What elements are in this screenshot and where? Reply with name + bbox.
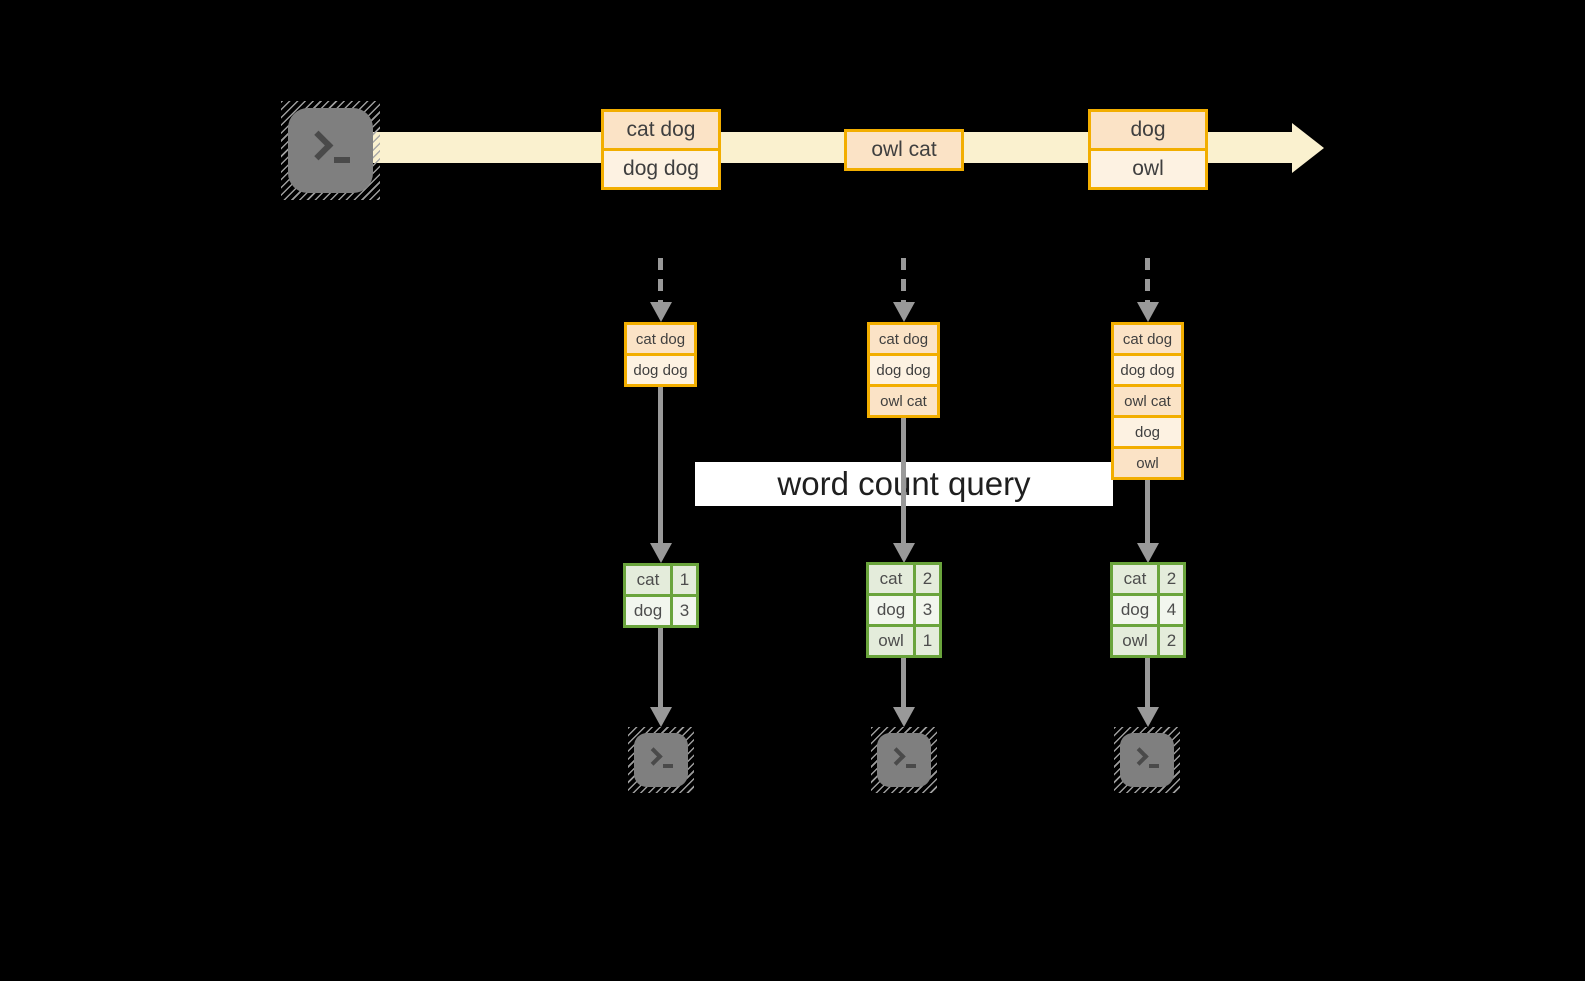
word-cell: dog [869, 596, 913, 624]
dashed-arrow-head-2 [893, 302, 915, 322]
terminal-prompt-icon [634, 733, 688, 787]
sink-arrow-head-2 [893, 707, 915, 727]
event-line: dog dog [604, 148, 718, 187]
dashed-arrow-head-1 [650, 302, 672, 322]
state-line: dog [1114, 415, 1181, 446]
word-count-table-1: cat 1 dog 3 [623, 563, 699, 628]
table-row: cat 2 [869, 565, 939, 593]
word-cell: cat [626, 566, 670, 594]
count-cell: 1 [670, 566, 696, 594]
word-cell: owl [869, 627, 913, 655]
dashed-arrow-line-1 [658, 258, 663, 302]
flow-arrow-line-1 [658, 387, 663, 544]
state-box-3: cat dog dog dog owl cat dog owl [1111, 322, 1184, 480]
state-line: owl cat [1114, 384, 1181, 415]
table-row: dog 4 [1113, 593, 1183, 624]
table-row: cat 1 [626, 566, 696, 594]
sink-terminal-icon-3 [1114, 727, 1180, 793]
count-cell: 2 [913, 565, 939, 593]
table-row: dog 3 [869, 593, 939, 624]
state-line: cat dog [1114, 325, 1181, 353]
stream-event-box-1: cat dog dog dog [601, 109, 721, 190]
state-line: cat dog [627, 325, 694, 353]
prompt-chevron-icon [887, 747, 906, 766]
terminal-prompt-icon [1120, 733, 1174, 787]
state-line: dog dog [1114, 353, 1181, 384]
word-cell: dog [1113, 596, 1157, 624]
state-line: dog dog [627, 353, 694, 384]
table-row: cat 2 [1113, 565, 1183, 593]
event-line: owl [1091, 148, 1205, 187]
flow-arrow-line-2 [901, 418, 906, 544]
prompt-cursor-icon [334, 157, 350, 163]
state-box-1: cat dog dog dog [624, 322, 697, 387]
event-line: cat dog [604, 112, 718, 148]
sink-terminal-icon-1 [628, 727, 694, 793]
flow-arrow-head-1 [650, 543, 672, 563]
sink-terminal-icon-2 [871, 727, 937, 793]
prompt-chevron-icon [644, 747, 663, 766]
prompt-cursor-icon [663, 764, 673, 768]
word-count-table-3: cat 2 dog 4 owl 2 [1110, 562, 1186, 658]
stream-source-terminal-icon [281, 101, 380, 200]
table-row: dog 3 [626, 594, 696, 625]
word-count-table-2: cat 2 dog 3 owl 1 [866, 562, 942, 658]
sink-arrow-line-3 [1145, 658, 1150, 708]
prompt-cursor-icon [1149, 764, 1159, 768]
stream-event-box-3: dog owl [1088, 109, 1208, 190]
prompt-chevron-icon [303, 130, 334, 161]
prompt-cursor-icon [906, 764, 916, 768]
word-cell: dog [626, 597, 670, 625]
word-cell: cat [869, 565, 913, 593]
count-cell: 2 [1157, 565, 1183, 593]
state-line: owl [1114, 446, 1181, 477]
word-cell: owl [1113, 627, 1157, 655]
sink-arrow-head-3 [1137, 707, 1159, 727]
count-cell: 3 [670, 597, 696, 625]
state-line: cat dog [870, 325, 937, 353]
count-cell: 4 [1157, 596, 1183, 624]
dashed-arrow-head-3 [1137, 302, 1159, 322]
prompt-chevron-icon [1130, 747, 1149, 766]
sink-arrow-head-1 [650, 707, 672, 727]
state-line: owl cat [870, 384, 937, 415]
flow-arrow-line-3 [1145, 478, 1150, 544]
count-cell: 2 [1157, 627, 1183, 655]
terminal-prompt-icon [877, 733, 931, 787]
event-line: owl cat [847, 132, 961, 168]
dashed-arrow-line-3 [1145, 258, 1150, 302]
count-cell: 1 [913, 627, 939, 655]
flow-arrow-head-3 [1137, 543, 1159, 563]
dashed-arrow-line-2 [901, 258, 906, 302]
terminal-prompt-icon [288, 108, 373, 193]
word-cell: cat [1113, 565, 1157, 593]
event-line: dog [1091, 112, 1205, 148]
stream-arrow-head [1292, 123, 1324, 173]
flow-arrow-head-2 [893, 543, 915, 563]
stream-event-box-2: owl cat [844, 129, 964, 171]
sink-arrow-line-2 [901, 658, 906, 708]
sink-arrow-line-1 [658, 628, 663, 708]
count-cell: 3 [913, 596, 939, 624]
state-line: dog dog [870, 353, 937, 384]
table-row: owl 1 [869, 624, 939, 655]
table-row: owl 2 [1113, 624, 1183, 655]
state-box-2: cat dog dog dog owl cat [867, 322, 940, 418]
